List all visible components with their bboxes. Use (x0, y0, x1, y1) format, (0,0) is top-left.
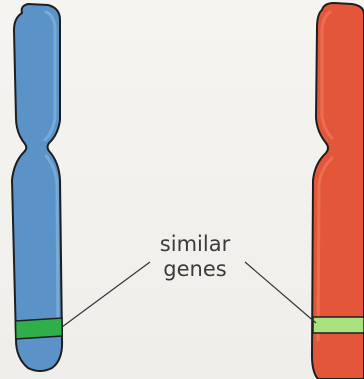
right-gene-band (313, 317, 364, 333)
right-chromosome (312, 3, 364, 379)
label-line-2: genes (135, 257, 255, 282)
label-line-1: similar (135, 232, 255, 257)
left-chromosome (12, 4, 62, 371)
similar-genes-label: similar genes (135, 232, 255, 282)
pointer-line-right (245, 262, 316, 323)
left-gene-band (16, 318, 63, 339)
